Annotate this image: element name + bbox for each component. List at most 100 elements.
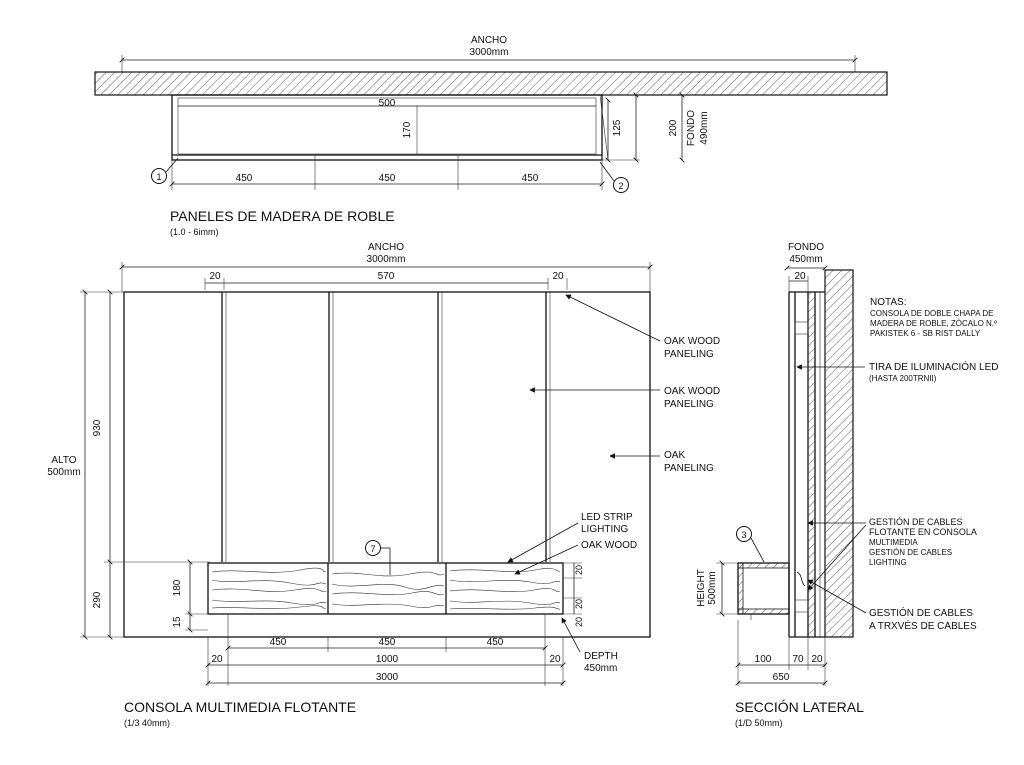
- elev-console: [207, 562, 564, 637]
- section-dim-650: 650: [773, 672, 790, 683]
- section-dim-70: 70: [792, 654, 804, 665]
- callout-7: 7: [365, 540, 391, 575]
- elev-alto-value: 500mm: [47, 467, 80, 478]
- section-cables-annotation-1: GESTIÓN DE CABLES FLOTANTE EN CONSOLA MU…: [807, 517, 977, 591]
- label-oak-wood-paneling-2a: OAK WOOD: [664, 386, 720, 397]
- section-notes-line-2: MADERA DE ROBLE, ZÓCALO N.º: [870, 319, 997, 328]
- plan-view: ANCHO 3000mm 500 170 125 200 FONDO 490mm: [94, 35, 888, 237]
- section-cables1-line-5: LIGHTING: [869, 558, 907, 567]
- label-depth-a: DEPTH: [584, 651, 618, 662]
- elev-scale: (1/3 40mm): [124, 718, 170, 728]
- plan-scale: (1.0 - 6imm): [170, 227, 219, 237]
- elev-right-dim-1: 20: [574, 565, 584, 575]
- callout-1: 1: [151, 157, 179, 184]
- elev-right-dim-3: 20: [574, 617, 584, 627]
- plan-right-dimensions: 125 200 FONDO 490mm: [602, 95, 710, 160]
- section-top-dim-20: 20: [794, 271, 806, 282]
- callout-3: 3: [736, 526, 765, 563]
- label-oak-paneling-a: OAK: [664, 450, 685, 461]
- wood-grain-texture: [211, 567, 561, 610]
- plan-bottom-dimensions: 450 450 450: [172, 160, 602, 190]
- section-cables2-line-2: A TRXVÉS DE CABLES: [869, 619, 977, 632]
- section-fondo-label: FONDO: [788, 242, 824, 253]
- plan-top-dimension: ANCHO 3000mm: [122, 35, 855, 72]
- plan-dim-125: 125: [612, 119, 623, 136]
- plan-console-body: [171, 94, 609, 161]
- section-cables1-line-1: GESTIÓN DE CABLES: [869, 517, 963, 527]
- label-oak-paneling-b: PANELING: [664, 463, 714, 474]
- section-notes-line-3: PAKISTEK 6 - SB RIST DALLY: [870, 329, 981, 338]
- elev-bottom-dim-3000: 3000: [376, 672, 399, 683]
- section-dim-20: 20: [811, 654, 823, 665]
- label-oak-wood-paneling-1a: OAK WOOD: [664, 336, 720, 347]
- elev-panel-outline: [123, 291, 651, 638]
- plan-wall-hatch: [94, 71, 888, 96]
- plan-ancho-value: 3000mm: [470, 47, 509, 58]
- elev-bottom-dim-20-right: 20: [549, 654, 561, 665]
- elev-dim-290: 290: [92, 591, 103, 608]
- section-panel-layers: [788, 291, 825, 638]
- label-led-strip-b: LIGHTING: [581, 524, 628, 535]
- elev-bottom-dim-1000: 1000: [376, 654, 399, 665]
- elev-top-dim-left: 20: [209, 271, 221, 282]
- section-bottom-dims: 100 70 20 650: [738, 620, 825, 686]
- svg-text:3: 3: [741, 530, 746, 540]
- section-cables2-line-1: GESTIÓN DE CABLES: [869, 606, 973, 619]
- elev-bottom-dim-450-2: 450: [379, 637, 396, 648]
- elevation-view: ANCHO 3000mm 20 570 20 ALTO 500mm: [47, 242, 720, 728]
- section-cables1-line-4: GESTIÓN DE CABLES: [869, 548, 952, 557]
- section-cables-annotation-2: GESTIÓN DE CABLES A TRXVÉS DE CABLES: [807, 579, 977, 632]
- section-cables1-line-3: MULTIMEDIA: [869, 538, 918, 547]
- elev-console-dim-180: 180: [172, 579, 183, 596]
- section-led-annotation: TIRA DE ILUMINACIÓN LED (HASTA 200TRNII): [796, 360, 998, 383]
- elev-annotations: OAK WOOD PANELING OAK WOOD PANELING OAK …: [507, 294, 720, 674]
- section-led-title: TIRA DE ILUMINACIÓN LED: [869, 360, 998, 373]
- label-oak-wood-paneling-1b: PANELING: [664, 349, 714, 360]
- plan-fondo-label: FONDO: [686, 110, 697, 146]
- elev-ancho-label: ANCHO: [368, 242, 404, 253]
- elev-top-dimension: ANCHO 3000mm 20 570 20: [122, 242, 650, 292]
- svg-text:7: 7: [370, 544, 375, 554]
- elev-bottom-dimensions: 450 450 450 20 1000 20 3000: [208, 637, 563, 686]
- plan-title: PANELES DE MADERA DE ROBLE: [170, 208, 395, 224]
- elev-console-right-dims: 20 20 20: [563, 562, 584, 627]
- callout-2: 2: [599, 161, 629, 193]
- plan-fondo-value: 490mm: [699, 111, 710, 144]
- elev-title: CONSOLA MULTIMEDIA FLOTANTE: [124, 699, 356, 715]
- label-depth-b: 450mm: [584, 663, 617, 674]
- section-wall-hatch: [824, 269, 854, 638]
- section-console: [737, 562, 806, 620]
- plan-dim-500: 500: [379, 98, 396, 109]
- label-led-strip-a: LED STRIP: [581, 512, 633, 523]
- elev-bottom-dim-20-left: 20: [211, 654, 223, 665]
- section-notes-title: NOTAS:: [870, 297, 906, 308]
- section-notes: NOTAS: CONSOLA DE DOBLE CHAPA DE MADERA …: [870, 297, 997, 338]
- label-oak-wood-paneling-2b: PANELING: [664, 399, 714, 410]
- elev-left-dimensions: ALTO 500mm 930 290 180 15: [47, 292, 210, 637]
- section-height-dim: HEIGHT 500mm: [696, 563, 738, 614]
- svg-text:1: 1: [156, 172, 161, 182]
- elev-alto-label: ALTO: [51, 455, 76, 466]
- plan-dim-200: 200: [668, 119, 679, 136]
- elev-top-dim-right: 20: [552, 271, 564, 282]
- section-height-value: 500mm: [707, 571, 718, 604]
- elev-dim-930: 930: [92, 419, 103, 436]
- elev-panel-grooves: [221, 292, 551, 562]
- elev-right-dim-2: 20: [574, 599, 584, 609]
- section-cables1-line-2: FLOTANTE EN CONSOLA: [869, 527, 977, 537]
- section-title: SECCIÓN LATERAL: [735, 699, 864, 715]
- plan-ancho-label: ANCHO: [471, 35, 507, 46]
- section-fondo-value: 450mm: [789, 254, 822, 265]
- elev-bottom-dim-450-1: 450: [270, 637, 287, 648]
- section-scale: (1/D 50mm): [735, 718, 783, 728]
- elev-top-dim-mid: 570: [378, 271, 395, 282]
- section-height-label: HEIGHT: [696, 569, 707, 607]
- plan-dim-170: 170: [402, 121, 413, 138]
- section-dim-100: 100: [755, 654, 772, 665]
- section-led-sub: (HASTA 200TRNII): [869, 374, 937, 383]
- elev-console-dim-15: 15: [172, 616, 183, 628]
- elev-bottom-dim-450-3: 450: [487, 637, 504, 648]
- plan-bottom-dim-2: 450: [379, 173, 396, 184]
